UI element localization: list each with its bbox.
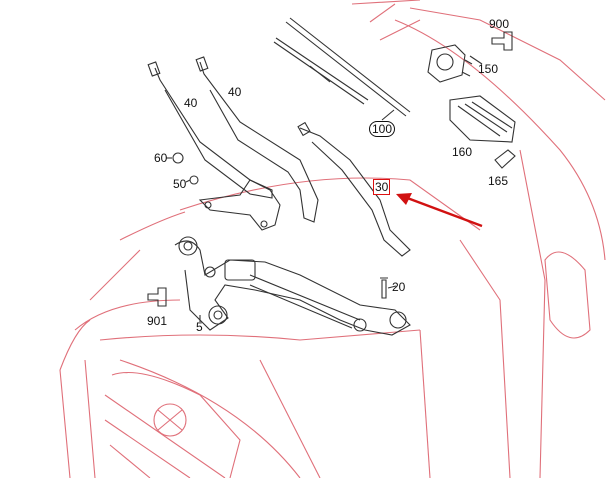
label-40-left: 40: [184, 96, 198, 110]
label-60: 60: [154, 151, 168, 165]
label-100: 100: [369, 121, 396, 137]
label-160: 160: [452, 145, 473, 159]
label-40-right: 40: [228, 85, 242, 99]
label-50: 50: [173, 177, 187, 191]
label-150: 150: [478, 62, 499, 76]
label-165: 165: [488, 174, 509, 188]
highlight-arrow: [396, 193, 483, 228]
parts-outline: [147, 17, 516, 336]
label-5: 5: [196, 320, 203, 334]
car-body-outline: [59, 0, 606, 478]
label-30-highlighted: 30: [373, 179, 391, 195]
label-900: 900: [489, 17, 510, 31]
label-20: 20: [392, 280, 406, 294]
label-901: 901: [147, 314, 168, 328]
